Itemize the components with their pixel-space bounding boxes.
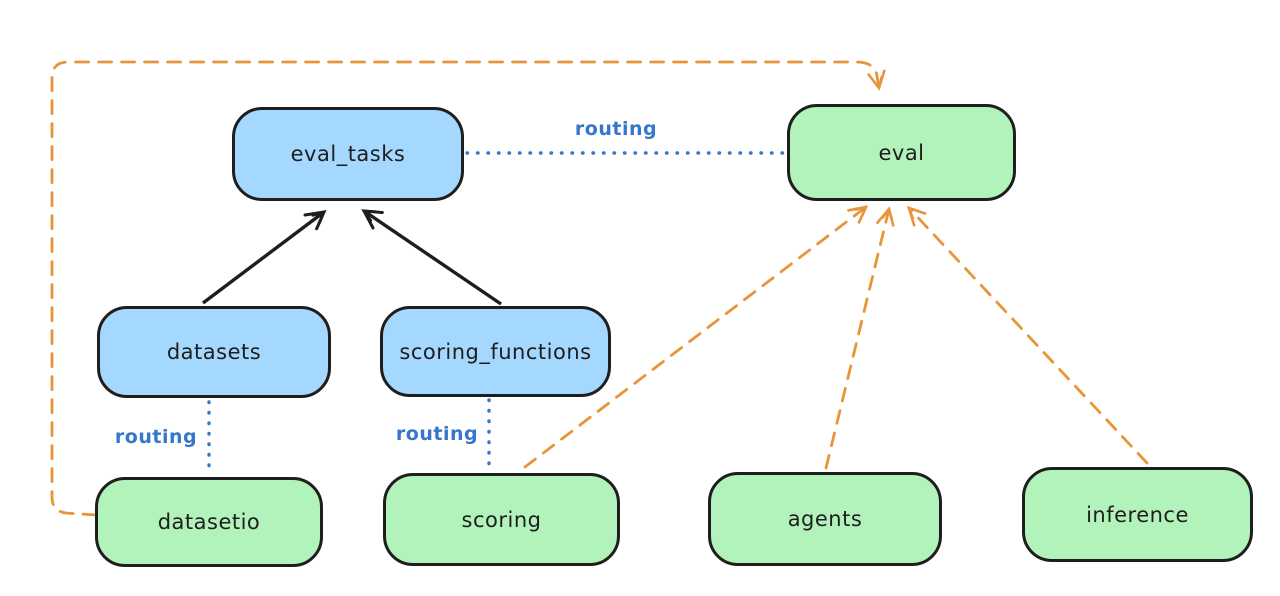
node-inference: inference (1022, 467, 1253, 562)
edge-datasetio-to-eval (50, 60, 886, 517)
node-eval: eval (787, 104, 1016, 201)
node-datasets: datasets (97, 306, 331, 398)
node-scoring-label: scoring (461, 507, 542, 532)
edge-scoring-functions-to-eval-tasks (361, 209, 502, 306)
node-inference-label: inference (1086, 502, 1189, 527)
node-scoring-functions-label: scoring_functions (399, 339, 592, 364)
edge-label-routing-scoring-functions-scoring: routing (395, 423, 479, 445)
edge-inference-to-eval (907, 205, 1149, 465)
node-datasetio-label: datasetio (157, 510, 261, 534)
node-datasetio: datasetio (95, 477, 323, 567)
node-eval-label: eval (878, 140, 925, 165)
node-agents-label: agents (787, 507, 863, 531)
edge-label-routing-datasets-datasetio: routing (114, 426, 198, 448)
node-scoring: scoring (383, 473, 620, 566)
edge-scoring-to-eval (523, 205, 869, 469)
node-datasets-label: datasets (166, 340, 262, 364)
node-eval-tasks-label: eval_tasks (290, 142, 406, 166)
edge-agents-to-eval (824, 206, 895, 470)
node-agents: agents (708, 472, 942, 566)
edge-datasets-to-eval-tasks (201, 209, 327, 305)
edge-label-routing-eval-tasks-eval: routing (574, 118, 658, 140)
node-eval-tasks: eval_tasks (232, 107, 464, 201)
node-scoring-functions: scoring_functions (380, 306, 611, 397)
